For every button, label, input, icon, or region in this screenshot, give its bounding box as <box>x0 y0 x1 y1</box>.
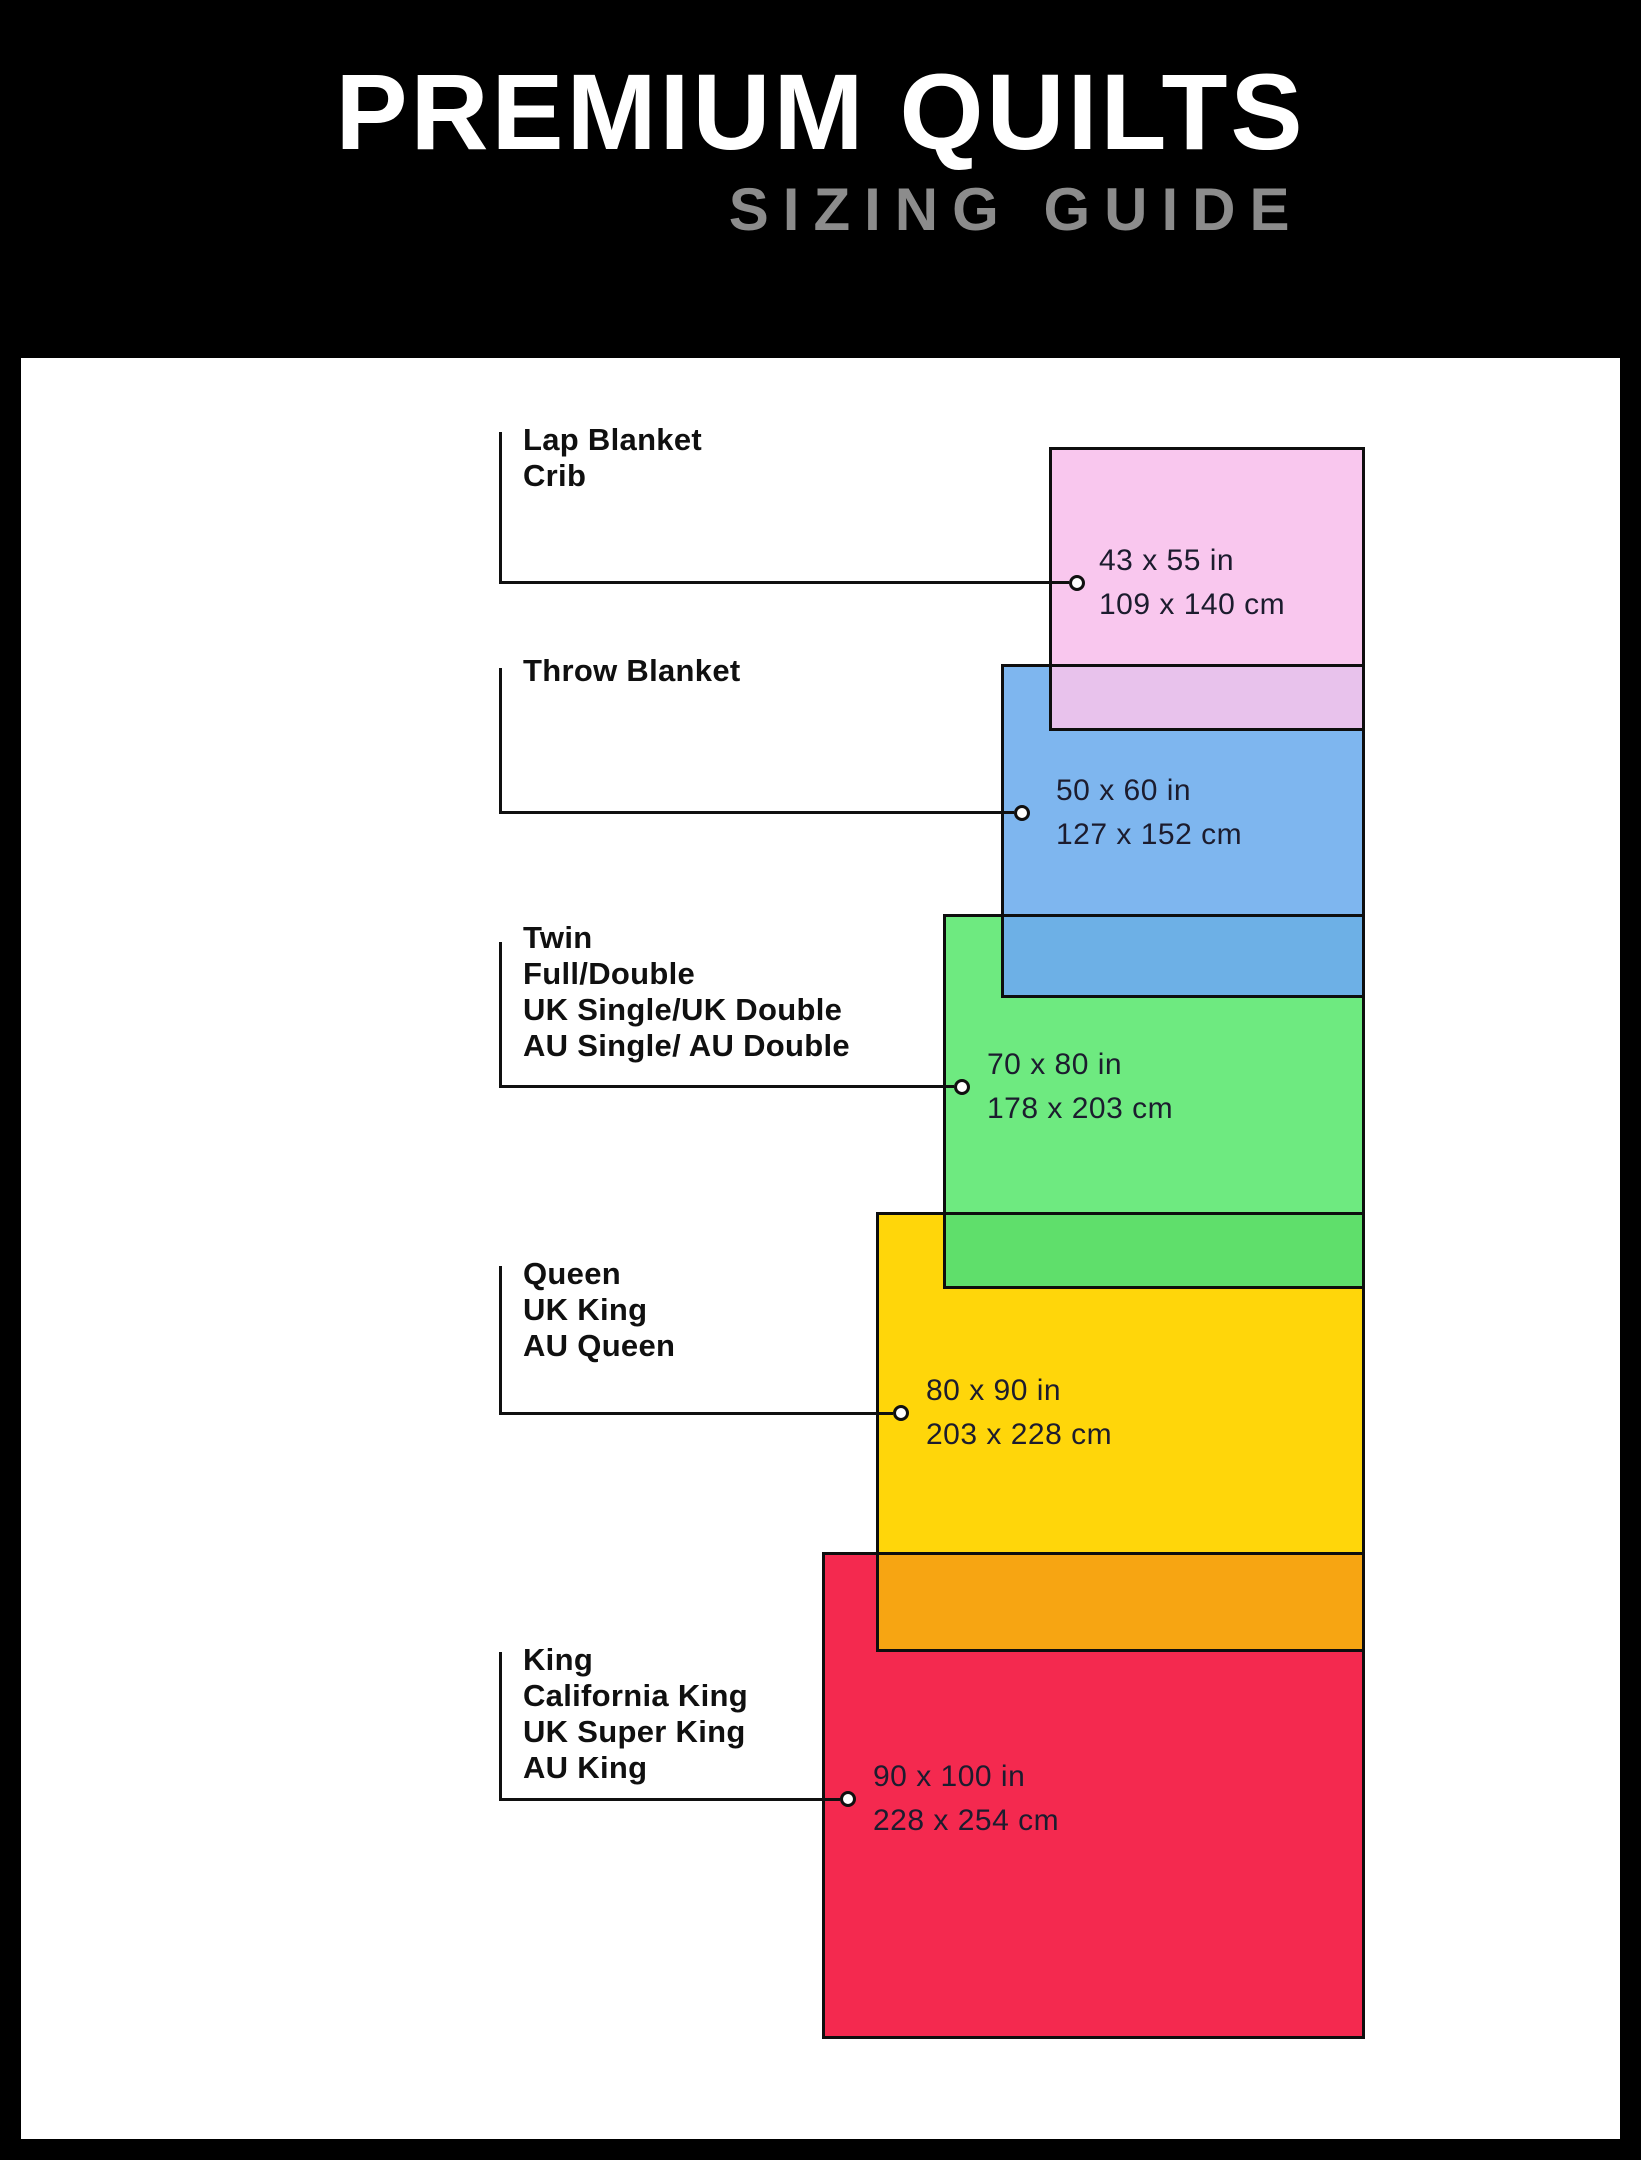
connector-hline-king <box>499 1798 840 1801</box>
header-title-block: PREMIUM QUILTS SIZING GUIDE <box>335 51 1306 244</box>
category-label-line: Full/Double <box>523 956 696 991</box>
size-inches: 90 x 100 in <box>873 1760 1026 1793</box>
connector-dot-throw <box>1014 805 1030 821</box>
connector-dot-twin <box>954 1079 970 1095</box>
size-centimeters: 203 x 228 cm <box>926 1418 1113 1451</box>
size-inches: 43 x 55 in <box>1099 544 1235 577</box>
connector-vline-king <box>499 1652 502 1801</box>
connector-dot-queen <box>893 1405 909 1421</box>
connector-hline-lap-crib <box>499 581 1069 584</box>
category-label-king: King California King UK Super King AU Ki… <box>523 1642 748 1786</box>
page-subtitle: SIZING GUIDE <box>728 175 1304 243</box>
category-label-line: California King <box>523 1678 748 1713</box>
size-label-twin: 70 x 80 in 178 x 203 cm <box>987 1043 1173 1131</box>
size-inches: 80 x 90 in <box>926 1374 1062 1407</box>
diagram-panel: Lap Blanket Crib Throw Blanket Twin Full… <box>21 358 1620 2139</box>
quilt-outline-queen <box>876 1212 1365 1652</box>
overlap-strip-throw-twin <box>1001 914 1365 998</box>
connector-dot-king <box>840 1791 856 1807</box>
category-label-line: Twin <box>523 920 593 955</box>
category-label-line: Lap Blanket <box>523 422 703 457</box>
connector-dot-lap-crib <box>1069 575 1085 591</box>
size-centimeters: 228 x 254 cm <box>873 1804 1060 1837</box>
overlap-strip-lap-throw <box>1049 664 1365 731</box>
size-inches: 70 x 80 in <box>987 1048 1123 1081</box>
connector-hline-twin <box>499 1085 954 1088</box>
size-label-queen: 80 x 90 in 203 x 228 cm <box>926 1369 1112 1457</box>
size-centimeters: 127 x 152 cm <box>1056 818 1243 851</box>
overlap-strip-queen-king <box>876 1552 1365 1652</box>
size-label-king: 90 x 100 in 228 x 254 cm <box>873 1755 1059 1843</box>
category-label-line: Crib <box>523 458 587 493</box>
size-centimeters: 178 x 203 cm <box>987 1092 1174 1125</box>
category-label-queen: Queen UK King AU Queen <box>523 1256 675 1364</box>
quilt-outline-twin-double <box>943 914 1365 1289</box>
category-label-line: Throw Blanket <box>523 653 741 688</box>
size-centimeters: 109 x 140 cm <box>1099 588 1286 621</box>
quilt-outline-lap-blanket-crib <box>1049 447 1365 731</box>
page-title: PREMIUM QUILTS <box>335 51 1306 172</box>
quilt-outline-king <box>822 1552 1365 2039</box>
connector-hline-throw <box>499 811 1014 814</box>
connector-hline-queen <box>499 1412 893 1415</box>
size-label-lap-crib: 43 x 55 in 109 x 140 cm <box>1099 539 1285 627</box>
size-inches: 50 x 60 in <box>1056 774 1192 807</box>
category-label-line: AU Queen <box>523 1328 676 1363</box>
category-label-twin: Twin Full/Double UK Single/UK Double AU … <box>523 920 850 1064</box>
connector-vline-throw <box>499 668 502 814</box>
quilt-outline-throw-blanket <box>1001 664 1365 998</box>
category-label-throw: Throw Blanket <box>523 653 740 689</box>
category-label-line: UK King <box>523 1292 648 1327</box>
category-label-line: UK Single/UK Double <box>523 992 843 1027</box>
header: PREMIUM QUILTS SIZING GUIDE <box>0 51 1641 244</box>
category-label-line: UK Super King <box>523 1714 746 1749</box>
connector-vline-twin <box>499 942 502 1088</box>
size-label-throw: 50 x 60 in 127 x 152 cm <box>1056 769 1242 857</box>
category-label-line: Queen <box>523 1256 621 1291</box>
category-label-line: AU King <box>523 1750 648 1785</box>
category-label-line: King <box>523 1642 594 1677</box>
category-label-lap-crib: Lap Blanket Crib <box>523 422 702 494</box>
overlap-strip-twin-queen <box>943 1212 1365 1289</box>
connector-vline-queen <box>499 1266 502 1415</box>
connector-vline-lap-crib <box>499 432 502 584</box>
category-label-line: AU Single/ AU Double <box>523 1028 850 1063</box>
